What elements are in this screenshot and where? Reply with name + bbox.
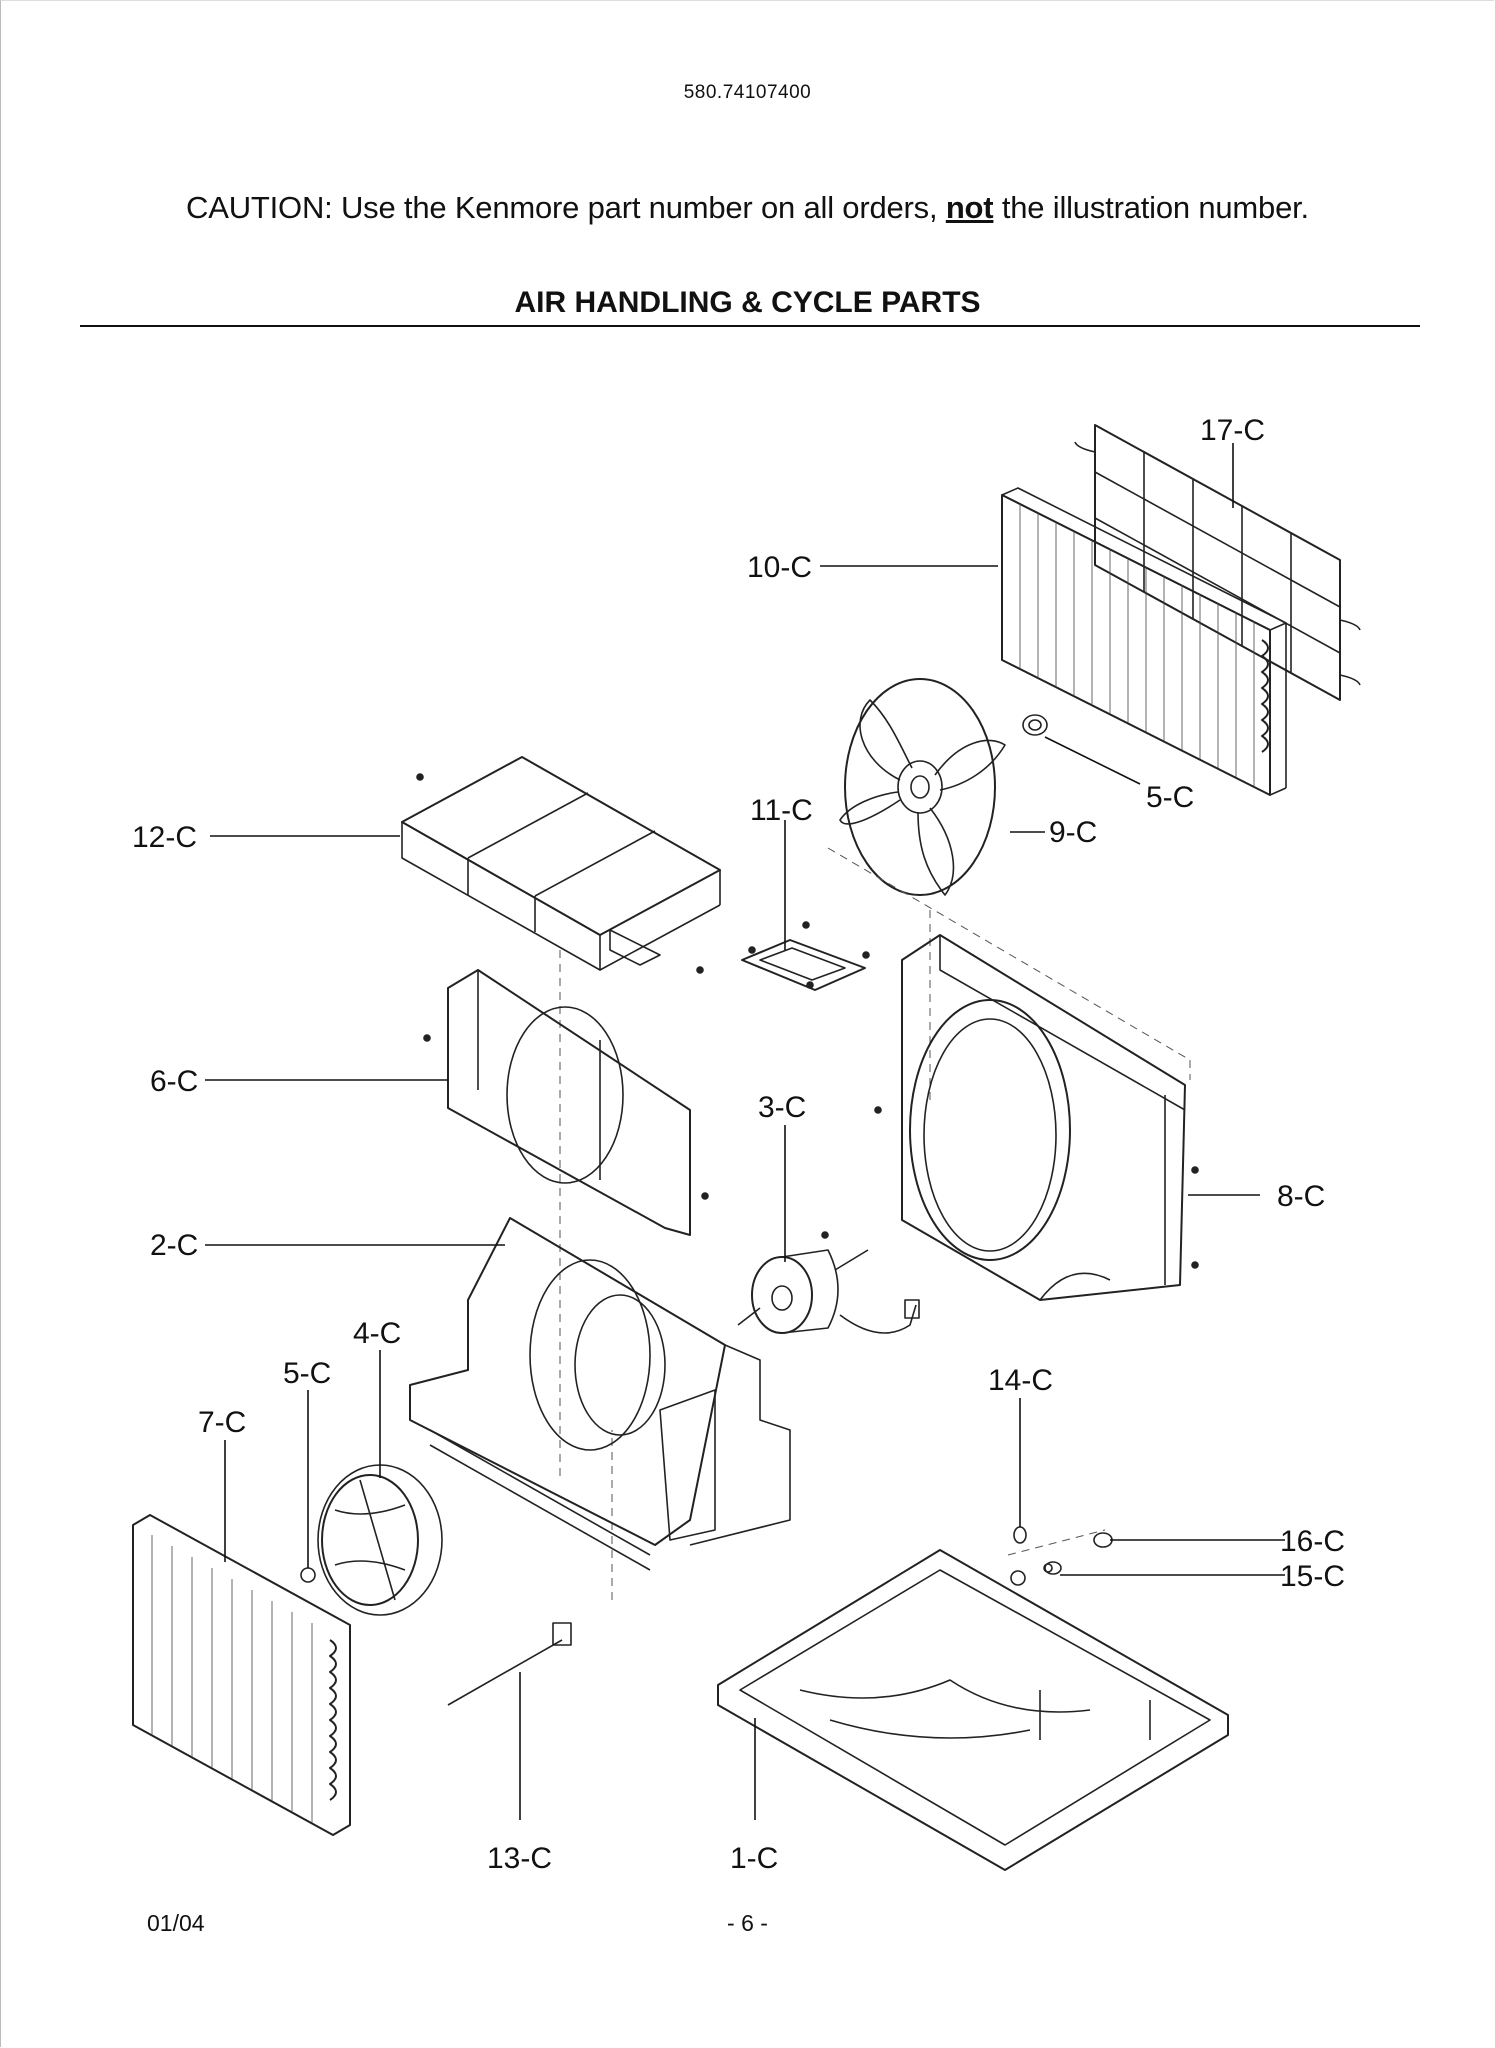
callout-8c: 8-C — [1277, 1180, 1325, 1213]
callout-9c: 9-C — [1049, 816, 1097, 849]
part-3c-motor — [737, 1231, 920, 1334]
caution-notice: CAUTION: Use the Kenmore part number on … — [0, 190, 1495, 226]
callout-13c: 13-C — [487, 1842, 552, 1875]
callout-14c: 14-C — [988, 1364, 1053, 1397]
part-11c-motor-bracket — [741, 921, 870, 991]
part-17c-grille — [1074, 424, 1361, 701]
callout-15c: 15-C — [1280, 1560, 1345, 1593]
callout-12c: 12-C — [132, 821, 197, 854]
callout-1c: 1-C — [730, 1842, 778, 1875]
callout-3c: 3-C — [758, 1091, 806, 1124]
title-divider — [80, 325, 1420, 327]
part-2c-scroll-housing — [409, 1217, 791, 1571]
callout-4c: 4-C — [353, 1317, 401, 1350]
part-8c-fan-shroud — [874, 934, 1199, 1301]
part-10c-condenser — [1001, 487, 1287, 796]
callout-10c: 10-C — [747, 551, 812, 584]
part-13c-thermistor — [447, 1622, 572, 1706]
callout-5c-top: 5-C — [1146, 781, 1194, 814]
callout-17c: 17-C — [1200, 414, 1265, 447]
part-7c-evaporator — [132, 1514, 351, 1836]
part-4c-blower-wheel — [300, 1464, 443, 1616]
callout-11c: 11-C — [750, 794, 813, 827]
caution-text-end: the illustration number. — [1001, 190, 1309, 225]
part-6c-partition — [423, 969, 709, 1236]
callout-5c-left: 5-C — [283, 1357, 331, 1390]
callout-6c: 6-C — [150, 1065, 198, 1098]
caution-text: CAUTION: Use the Kenmore part number on … — [186, 190, 938, 225]
section-title: AIR HANDLING & CYCLE PARTS — [514, 286, 981, 319]
caution-emphasis: not — [945, 190, 994, 225]
callout-16c: 16-C — [1280, 1525, 1345, 1558]
page-number: - 6 - — [727, 1910, 768, 1936]
callout-7c: 7-C — [198, 1406, 246, 1439]
part-1c-base-pan — [717, 1549, 1229, 1871]
callout-2c: 2-C — [150, 1229, 198, 1262]
model-number: 580.74107400 — [683, 82, 812, 103]
footer-date: 01/04 — [147, 1910, 205, 1936]
part-12c-duct — [401, 756, 721, 974]
part-9c-fan-blade — [839, 678, 1048, 896]
part-14-15-16c-hardware — [1013, 1526, 1113, 1575]
